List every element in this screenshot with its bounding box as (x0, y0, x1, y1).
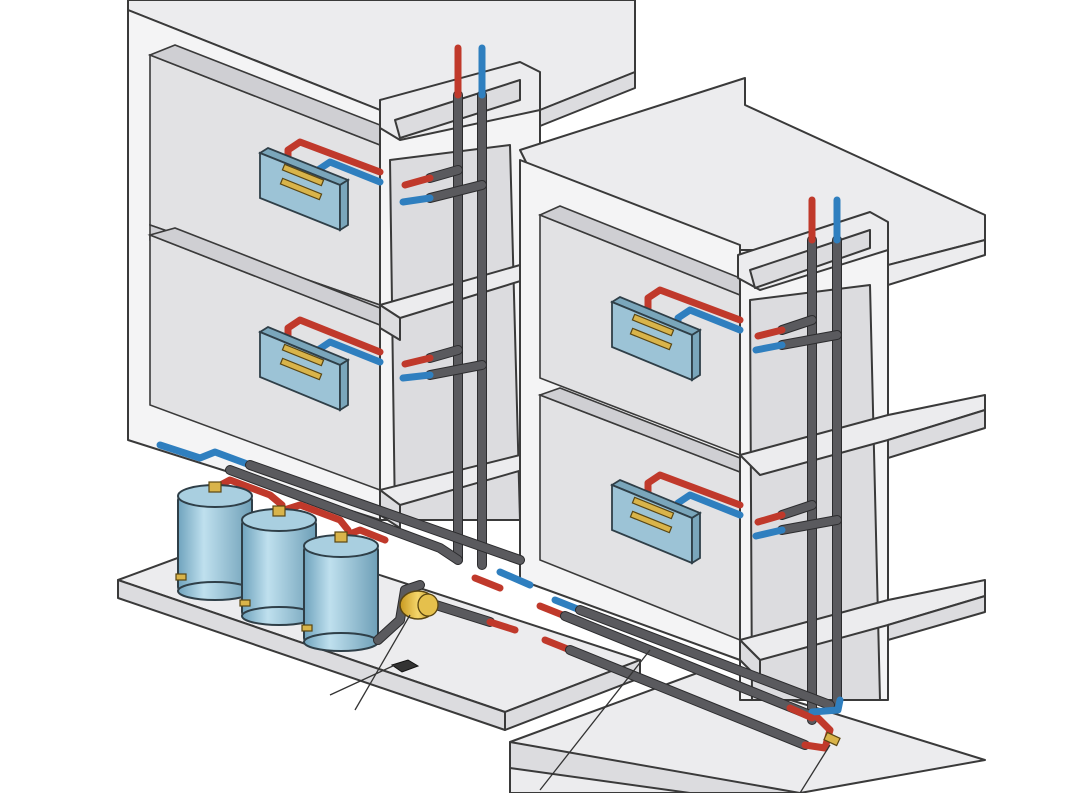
circulation-pump (373, 580, 439, 645)
leader-line-3 (539, 649, 651, 791)
manifold-box-right-upper (610, 286, 744, 382)
building-right (519, 77, 986, 701)
callout-leaders (329, 614, 831, 793)
riser-left (399, 44, 487, 570)
floor-drain (390, 659, 420, 673)
leader-line-2 (354, 614, 411, 711)
front-slab (509, 671, 986, 793)
water-heater-1 (175, 476, 286, 601)
riser-right (752, 196, 842, 725)
manifold-box-right-lower (610, 471, 744, 565)
water-heater-3 (301, 526, 389, 652)
manifold-box-left-lower (258, 316, 384, 412)
manifold-box-left-upper (258, 138, 384, 232)
valve-front (823, 731, 841, 747)
leader-line-4 (799, 744, 831, 793)
leader-line-1 (329, 664, 396, 696)
